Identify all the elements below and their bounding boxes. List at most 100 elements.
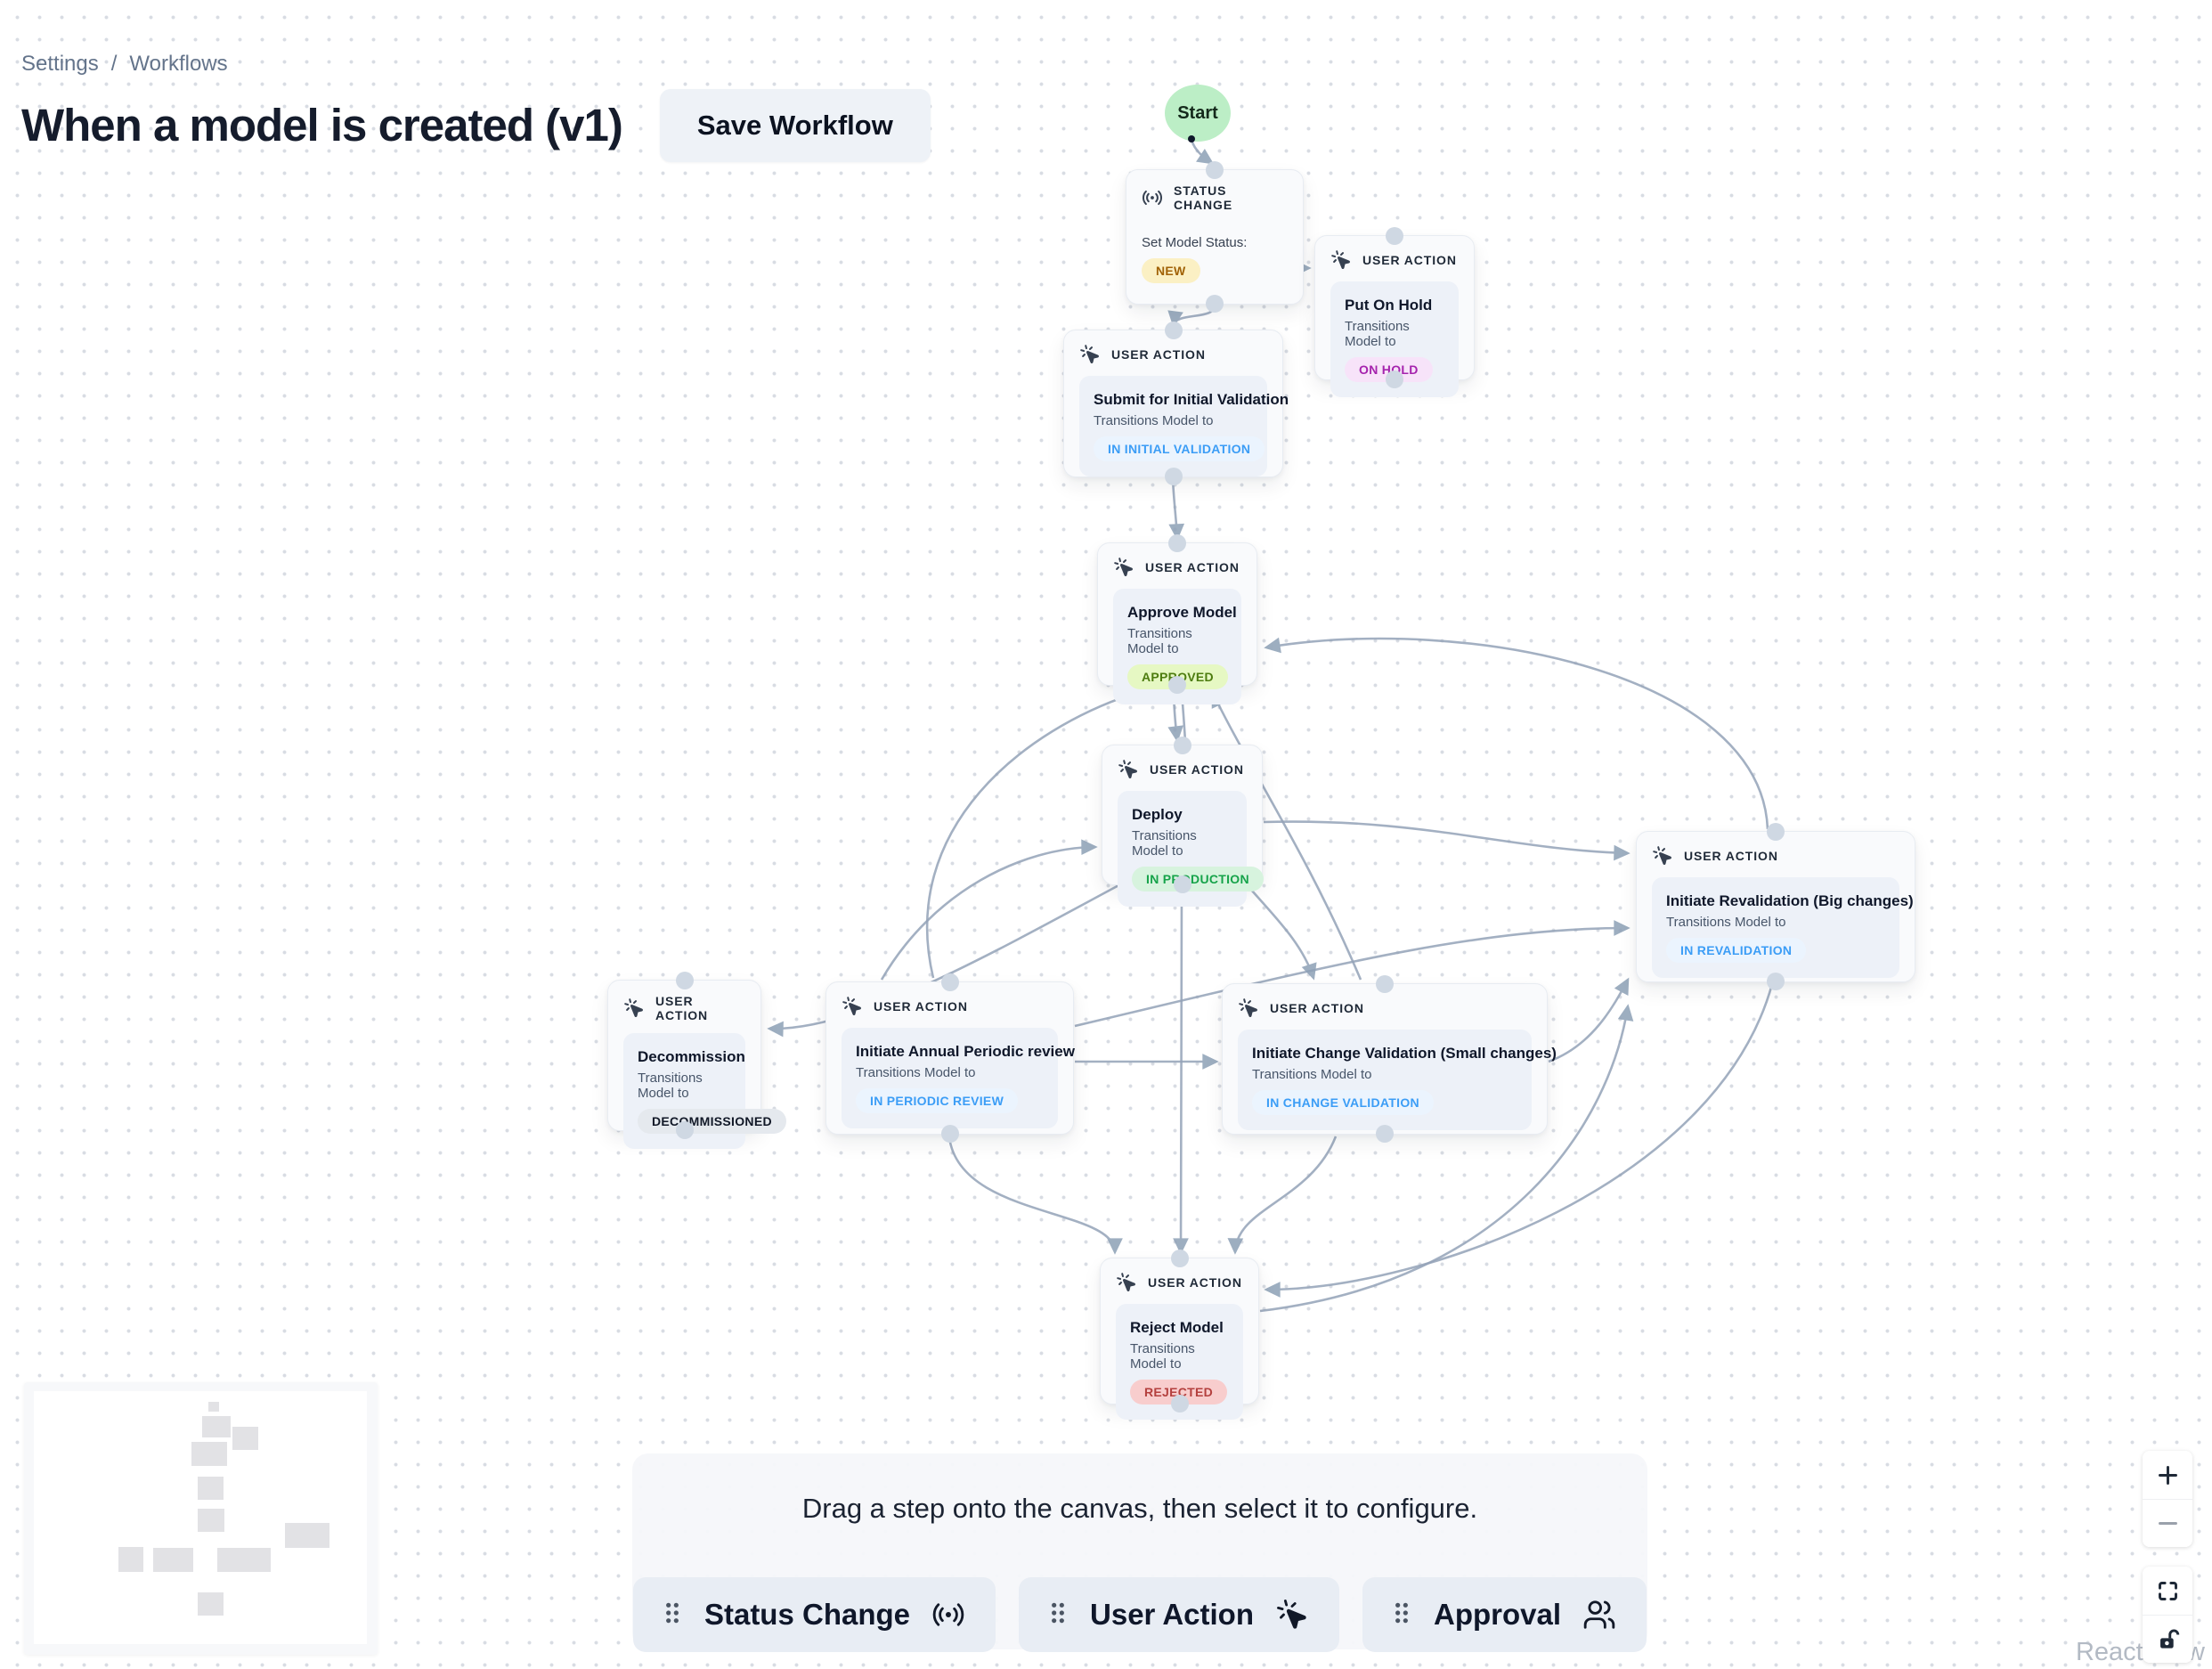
- node-reject-model[interactable]: USER ACTION Reject Model Transitions Mod…: [1100, 1250, 1259, 1420]
- edge-change-validation-to-reject-model[interactable]: [1227, 1136, 1338, 1255]
- target-handle[interactable]: [1206, 161, 1224, 179]
- target-handle[interactable]: [1168, 534, 1186, 552]
- source-handle[interactable]: [1170, 1395, 1189, 1413]
- edge-submit-initial-validation-to-approve-model[interactable]: [1168, 477, 1185, 541]
- target-handle[interactable]: [1170, 1250, 1189, 1267]
- node-title: Initiate Annual Periodic review: [856, 1043, 1075, 1060]
- target-handle[interactable]: [1386, 227, 1403, 245]
- breadcrumb-settings[interactable]: Settings: [21, 52, 99, 76]
- node-type-label: STATUS CHANGE: [1174, 183, 1233, 212]
- node-type-label: USER ACTION: [655, 994, 709, 1022]
- breadcrumb-workflows[interactable]: Workflows: [129, 52, 228, 76]
- target-handle[interactable]: [1767, 823, 1785, 841]
- node-approve-model[interactable]: USER ACTION Approve Model Transitions Mo…: [1097, 534, 1257, 704]
- node-title: Deploy: [1132, 806, 1183, 823]
- node-decommission[interactable]: USER ACTION Decommission Transitions Mod…: [607, 972, 786, 1149]
- source-handle[interactable]: [1206, 295, 1224, 313]
- fit-view-button[interactable]: [2143, 1567, 2192, 1615]
- node-subtitle: Transitions Model to: [1132, 828, 1197, 859]
- users-icon: [1582, 1598, 1616, 1632]
- palette-item-user-action[interactable]: User Action: [1019, 1577, 1339, 1652]
- minimap-node-periodic-review: [153, 1547, 194, 1573]
- source-handle[interactable]: [1386, 370, 1403, 388]
- source-handle[interactable]: [1767, 973, 1785, 990]
- node-header: USER ACTION: [1116, 1272, 1243, 1293]
- minimap[interactable]: [24, 1382, 378, 1655]
- node-card: Approve Model Transitions Model to APPRO…: [1113, 589, 1241, 704]
- target-handle[interactable]: [675, 972, 694, 989]
- node-title: Approve Model: [1127, 604, 1237, 621]
- edge-start-to-status-change[interactable]: [1190, 139, 1215, 165]
- edge-revalidation-to-approve-model[interactable]: [1264, 637, 1769, 830]
- minimap-node-reject-model: [198, 1592, 224, 1616]
- source-handle[interactable]: [1168, 676, 1186, 694]
- node-revalidation[interactable]: USER ACTION Initiate Revalidation (Big c…: [1636, 823, 1915, 990]
- source-handle[interactable]: [1164, 468, 1183, 485]
- edge-deploy-to-reject-model[interactable]: [1173, 885, 1189, 1255]
- zoom-in-button[interactable]: [2143, 1451, 2192, 1499]
- node-header: STATUS CHANGE: [1142, 183, 1288, 212]
- start-node[interactable]: Start: [1165, 85, 1231, 142]
- node-card: Initiate Revalidation (Big changes) Tran…: [1652, 877, 1914, 978]
- source-handle[interactable]: [940, 1125, 959, 1143]
- palette-item-status-change[interactable]: Status Change: [632, 1577, 996, 1652]
- target-handle[interactable]: [1376, 975, 1394, 993]
- target-handle[interactable]: [1173, 737, 1191, 754]
- edge-deploy-to-revalidation[interactable]: [1263, 820, 1631, 861]
- node-subtitle: Transitions Model to: [1094, 413, 1214, 428]
- node-card: Submit for Initial Validation Transition…: [1079, 376, 1289, 476]
- node-put-on-hold[interactable]: USER ACTION Put On Hold Transitions Mode…: [1314, 227, 1475, 397]
- canvas-controls: [2143, 1451, 2192, 1663]
- mouse-pointer-click-icon: [1118, 759, 1139, 780]
- plus-icon: [2156, 1463, 2180, 1487]
- node-title: Submit for Initial Validation: [1094, 391, 1289, 408]
- node-title: Decommission: [638, 1048, 745, 1065]
- edge-periodic-review-to-deploy[interactable]: [880, 839, 1098, 981]
- target-handle[interactable]: [940, 973, 959, 991]
- node-periodic-review[interactable]: USER ACTION Initiate Annual Periodic rev…: [825, 973, 1075, 1143]
- mouse-pointer-click-icon: [623, 997, 645, 1019]
- edge-revalidation-to-reject-model[interactable]: [1264, 983, 1774, 1298]
- control-group: [2143, 1451, 2192, 1547]
- grip-icon: [1049, 1601, 1069, 1628]
- save-workflow-button[interactable]: Save Workflow: [659, 89, 931, 162]
- node-card: Put On Hold Transitions Model to ON HOLD: [1330, 281, 1459, 397]
- edge-deploy-to-change-validation[interactable]: [1244, 882, 1317, 981]
- node-subtitle: Transitions Model to: [1252, 1067, 1372, 1082]
- start-source-handle[interactable]: [1188, 135, 1195, 142]
- node-subtitle: Transitions Model to: [856, 1065, 976, 1080]
- grip-icon: [663, 1601, 683, 1628]
- node-card: Initiate Annual Periodic review Transiti…: [842, 1028, 1075, 1128]
- status-badge: REJECTED: [1130, 1380, 1228, 1404]
- edge-change-validation-to-approve-model[interactable]: [1211, 690, 1362, 981]
- node-type-label: USER ACTION: [1145, 560, 1240, 574]
- source-handle[interactable]: [1173, 875, 1191, 893]
- mouse-pointer-click-icon: [1330, 249, 1352, 271]
- node-header: USER ACTION: [842, 996, 1058, 1017]
- status-badge: IN CHANGE VALIDATION: [1252, 1090, 1434, 1115]
- edge-periodic-review-to-revalidation[interactable]: [1074, 920, 1631, 1028]
- node-change-validation[interactable]: USER ACTION Initiate Change Validation (…: [1222, 975, 1557, 1143]
- edge-change-validation-to-revalidation[interactable]: [1548, 977, 1630, 1063]
- palette-items: Status Change User Action Approval: [632, 1577, 1647, 1652]
- mouse-pointer-click-icon: [1275, 1598, 1309, 1632]
- target-handle[interactable]: [1164, 322, 1183, 339]
- node-subtitle: Transitions Model to: [1666, 915, 1786, 930]
- source-handle[interactable]: [675, 1121, 694, 1139]
- lock-button[interactable]: [2143, 1615, 2192, 1663]
- zoom-out-button[interactable]: [2143, 1499, 2192, 1547]
- lock-icon: [2156, 1627, 2180, 1651]
- node-header: USER ACTION: [1079, 344, 1267, 365]
- edge-periodic-review-to-reject-model[interactable]: [947, 1136, 1123, 1255]
- mouse-pointer-click-icon: [1079, 344, 1101, 365]
- palette-item-approval[interactable]: Approval: [1362, 1577, 1647, 1652]
- node-submit-initial-validation[interactable]: USER ACTION Submit for Initial Validatio…: [1063, 322, 1289, 485]
- source-handle[interactable]: [1376, 1125, 1394, 1143]
- page-title: When a model is created (v1): [21, 99, 623, 151]
- node-subtitle: Transitions Model to: [638, 1071, 703, 1101]
- node-subtitle: Transitions Model to: [1130, 1341, 1195, 1372]
- node-deploy[interactable]: USER ACTION Deploy Transitions Model to …: [1102, 737, 1264, 907]
- edge-reject-model-to-revalidation[interactable]: [1259, 1004, 1634, 1313]
